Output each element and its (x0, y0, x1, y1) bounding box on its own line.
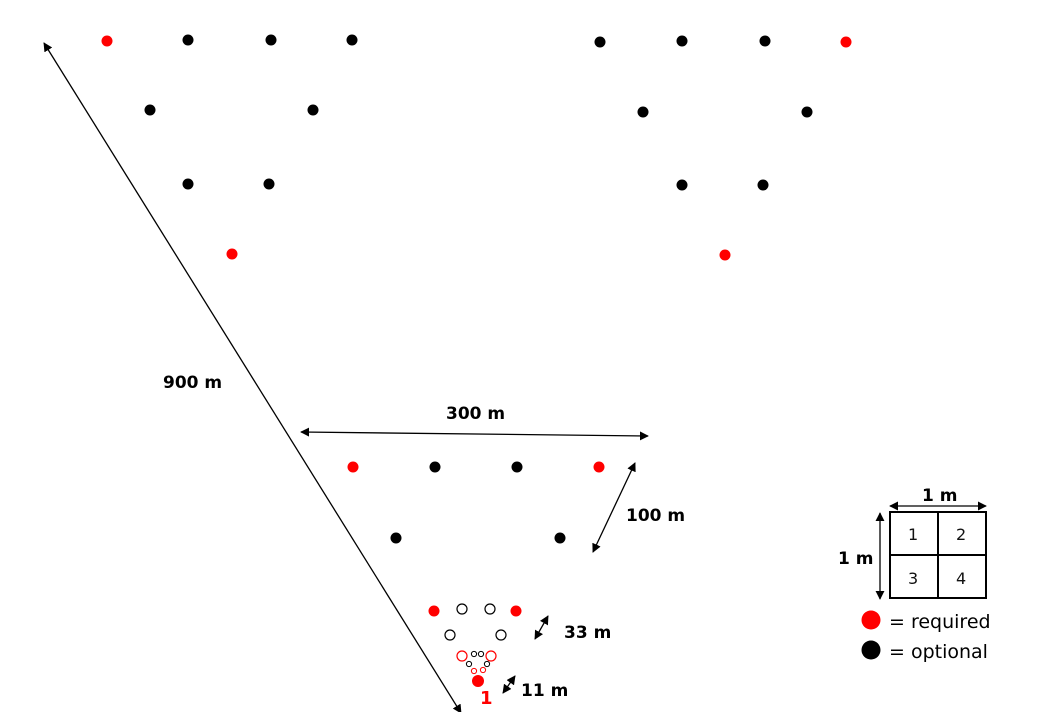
required-point (840, 36, 852, 48)
distance-arrow-100m (592, 462, 636, 553)
optional-point (465, 660, 473, 668)
required-point (428, 605, 440, 617)
required-point (719, 249, 731, 261)
triangle-100m (428, 603, 522, 641)
legend-required-swatch (861, 610, 881, 630)
label-width: 1 m (922, 486, 957, 506)
required-point (347, 461, 359, 473)
optional-point (676, 179, 688, 191)
optional-point (390, 532, 402, 544)
origin-point (472, 675, 484, 687)
optional-point (495, 629, 507, 641)
quadrat-cell-4: 4 (956, 569, 966, 588)
optional-point (263, 178, 275, 190)
optional-point (265, 34, 277, 46)
required-point (456, 650, 468, 662)
label-origin: 1 (480, 688, 493, 709)
triangle-900m-left (101, 34, 358, 260)
triangle-900m-right (594, 35, 852, 261)
required-point (470, 667, 478, 675)
required-point (510, 605, 522, 617)
legend-optional-swatch (861, 640, 881, 660)
distance-arrow-33m (534, 615, 549, 640)
optional-point (429, 461, 441, 473)
optional-point (554, 532, 566, 544)
optional-point (182, 178, 194, 190)
label-100m: 100 m (626, 506, 685, 526)
quadrat-cell-3: 3 (908, 569, 918, 588)
required-point (226, 248, 238, 260)
optional-point (346, 34, 358, 46)
required-point (101, 35, 113, 47)
optional-point (511, 461, 523, 473)
optional-point (483, 660, 491, 668)
label-33m: 33 m (564, 623, 611, 643)
quadrat-cell-2: 2 (956, 525, 966, 544)
label-height: 1 m (838, 549, 873, 569)
label-300m: 300 m (446, 404, 505, 424)
legend: 1 m 1 m 1 2 3 4 = required = optional (838, 486, 991, 663)
optional-point (757, 179, 769, 191)
optional-point (456, 603, 468, 615)
distance-arrow-900m (43, 42, 462, 712)
triangle-300m (347, 461, 605, 544)
optional-point (307, 104, 319, 116)
triangle-33m (456, 650, 497, 675)
optional-point (144, 104, 156, 116)
legend-optional-label: = optional (889, 641, 988, 663)
optional-point (182, 34, 194, 46)
optional-point (637, 106, 649, 118)
distance-arrow-300m (300, 427, 649, 441)
required-point (593, 461, 605, 473)
label-900m: 900 m (163, 373, 222, 393)
optional-point (759, 35, 771, 47)
optional-point (470, 650, 478, 658)
optional-point (594, 36, 606, 48)
optional-point (477, 650, 485, 658)
quadrat-cell-1: 1 (908, 525, 918, 544)
label-11m: 11 m (521, 681, 568, 701)
required-point (479, 666, 487, 674)
optional-point (801, 106, 813, 118)
optional-point (484, 603, 496, 615)
legend-required-label: = required (889, 611, 991, 633)
required-point (485, 650, 497, 662)
distance-arrow-11m (502, 675, 516, 694)
optional-point (676, 35, 688, 47)
optional-point (444, 629, 456, 641)
